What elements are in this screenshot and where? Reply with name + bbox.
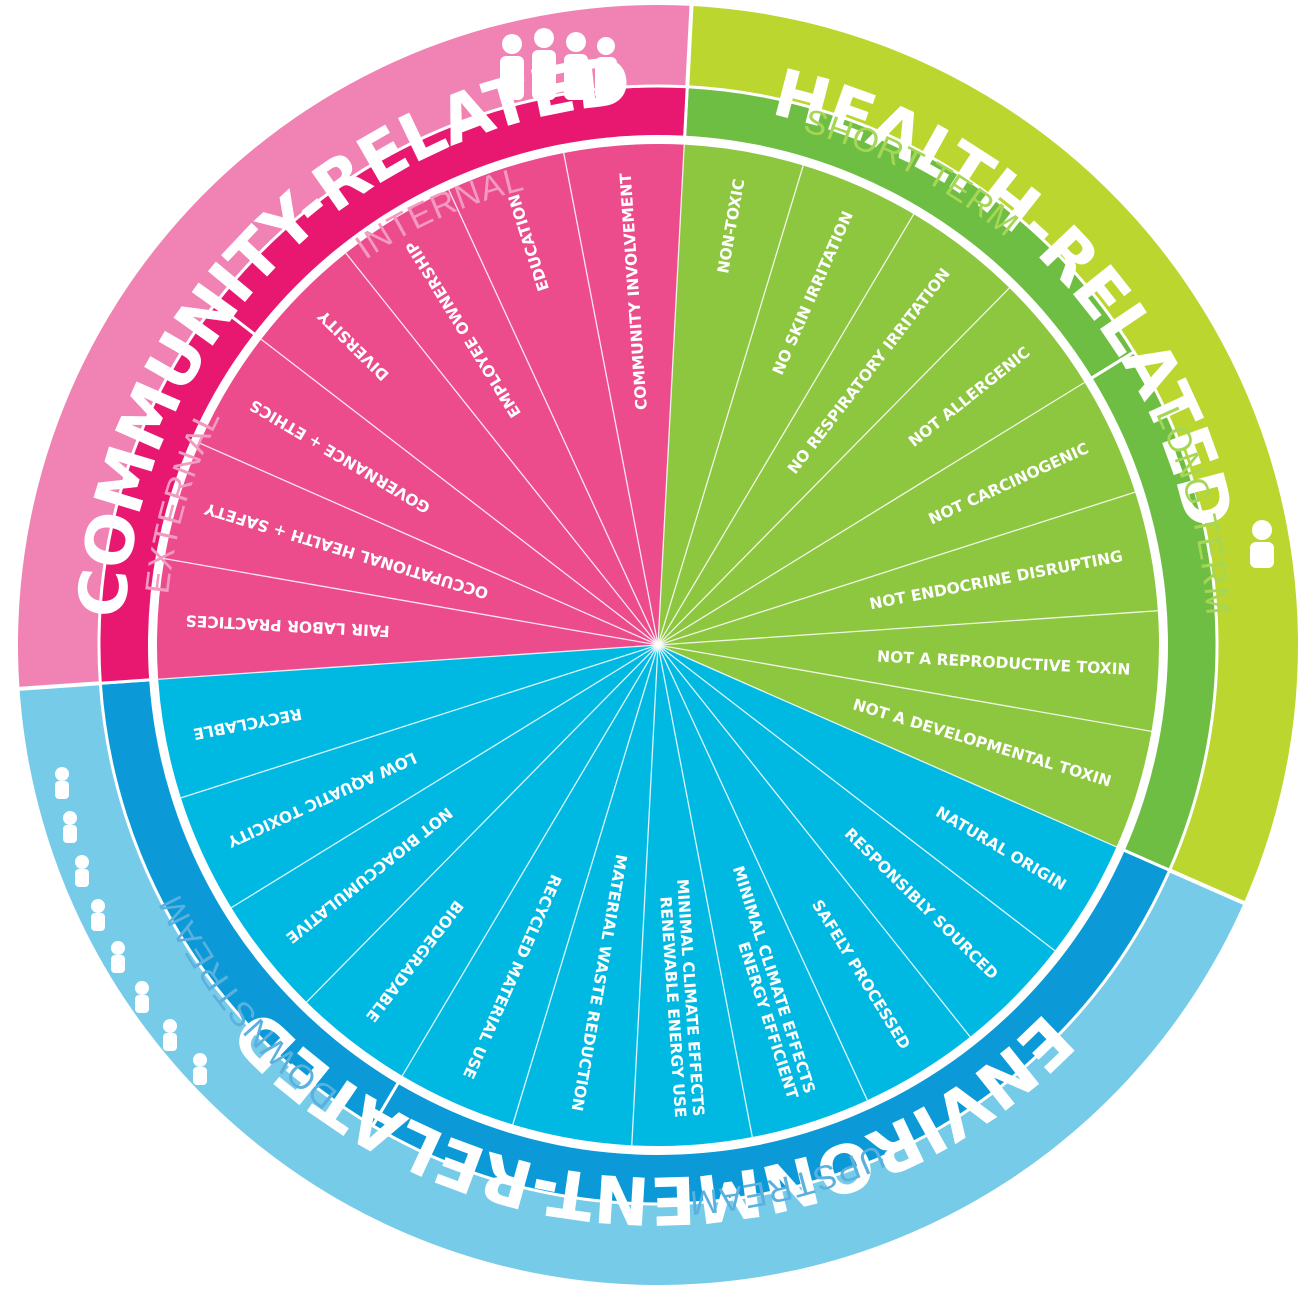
item-slice — [563, 144, 685, 645]
slice-divider — [260, 338, 659, 646]
item-slices — [156, 144, 1159, 1146]
item-slice — [164, 443, 658, 645]
item-slice — [158, 645, 658, 798]
crowd-icon — [55, 767, 207, 1085]
item-slice — [658, 645, 971, 1101]
slice-divider — [657, 644, 1152, 732]
slice-divider — [657, 610, 1158, 646]
slice-divider — [231, 644, 659, 909]
item-slice — [658, 144, 804, 646]
slice-divider — [401, 644, 659, 1077]
slice-divider — [512, 644, 659, 1125]
category-divider — [1168, 868, 1263, 913]
item-slice — [658, 610, 1159, 732]
slice-divider-lines — [158, 144, 1158, 1146]
slice-divider — [164, 558, 659, 646]
slice-divider — [199, 442, 659, 646]
item-slice — [658, 287, 1085, 645]
item-slice — [658, 645, 1117, 951]
slice-divider — [657, 644, 971, 1038]
item-slice — [180, 645, 658, 908]
slice-divider — [657, 381, 1085, 646]
item-slice — [261, 253, 658, 646]
item-slice — [658, 645, 1055, 1037]
slice-divider — [657, 287, 1010, 646]
item-slice — [199, 339, 658, 645]
item-slice — [345, 189, 658, 645]
item-slice — [631, 645, 753, 1146]
slice-divider — [657, 144, 685, 646]
item-slice — [402, 645, 658, 1125]
item-slice — [231, 645, 658, 1003]
item-slice — [156, 558, 658, 680]
item-slice — [306, 645, 658, 1076]
item-slice — [658, 382, 1136, 645]
slice-divider — [563, 152, 659, 646]
slice-divider — [657, 644, 753, 1138]
slice-divider — [657, 644, 1117, 848]
slice-divider — [657, 491, 1136, 646]
slice-divider — [448, 189, 659, 646]
item-slice — [658, 165, 914, 645]
item-slice — [658, 492, 1158, 645]
slice-divider — [345, 252, 659, 646]
person-icon — [1250, 520, 1274, 568]
slice-divider — [657, 644, 1056, 952]
slice-divider — [180, 644, 659, 799]
slice-divider — [657, 165, 804, 646]
item-slice — [448, 152, 658, 645]
item-slice — [658, 645, 1152, 847]
slice-divider — [631, 644, 659, 1146]
category-divider — [0, 681, 101, 693]
slice-divider — [657, 213, 915, 646]
item-slice — [658, 214, 1010, 645]
slice-divider — [158, 644, 659, 680]
slice-divider — [306, 644, 659, 1003]
slice-divider — [657, 644, 868, 1101]
category-divider — [685, 0, 694, 87]
item-slice — [658, 645, 868, 1138]
people-group-icon — [500, 28, 617, 100]
item-slice — [512, 645, 658, 1146]
people-icons — [55, 28, 1274, 1085]
